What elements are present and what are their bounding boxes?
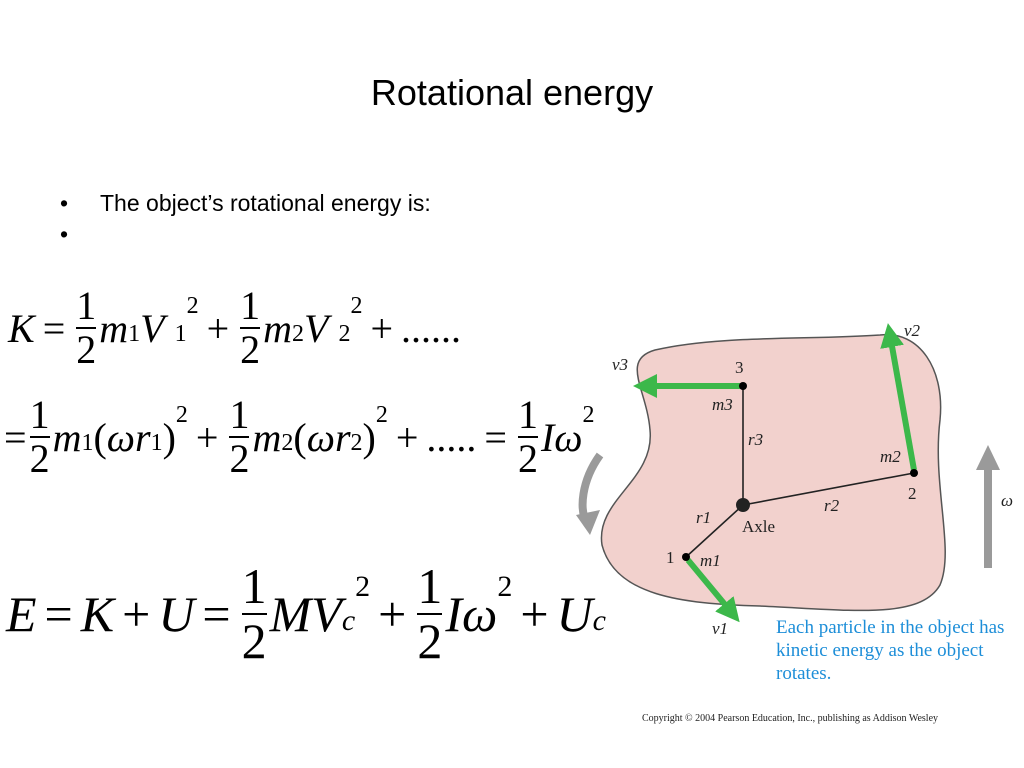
label-point-3: 3 <box>735 358 744 377</box>
bullet-item-empty: • <box>60 219 490 249</box>
axle-dot <box>736 498 750 512</box>
radius-line-r1 <box>685 504 744 558</box>
bullet-text: The object’s rotational energy is: <box>100 190 431 216</box>
label-omega: ω <box>1001 491 1013 510</box>
velocity-arrow-v1 <box>685 558 740 623</box>
label-m2: m2 <box>880 447 901 466</box>
label-m1: m1 <box>700 551 721 570</box>
label-point-1: 1 <box>666 548 675 567</box>
label-point-2: 2 <box>908 484 917 503</box>
particle-1 <box>682 553 690 561</box>
bullet-list: • The object’s rotational energy is: • <box>60 188 490 249</box>
label-v1: v1 <box>712 619 728 638</box>
label-v2: v2 <box>904 321 921 340</box>
radius-line-r2 <box>742 472 915 506</box>
particle-3 <box>739 382 747 390</box>
label-v3: v3 <box>612 355 628 374</box>
label-axle: Axle <box>742 517 775 536</box>
rotation-arrowhead-left <box>576 510 600 535</box>
label-r2: r2 <box>824 496 840 515</box>
label-r1: r1 <box>696 508 711 527</box>
label-r3: r3 <box>748 430 763 449</box>
rotation-arrowhead-right <box>976 445 1000 470</box>
figure-svg: 3 m3 r3 m2 2 r2 r1 Axle 1 m1 v3 v2 v1 ω <box>576 321 1013 638</box>
label-m3: m3 <box>712 395 733 414</box>
velocity-arrow-v2 <box>880 323 917 471</box>
copyright-notice: Copyright © 2004 Pearson Education, Inc.… <box>642 713 939 724</box>
particle-2 <box>910 469 918 477</box>
rotating-object-figure: 3 m3 r3 m2 2 r2 r1 Axle 1 m1 v3 v2 v1 ω … <box>560 310 1024 730</box>
bullet-dot: • <box>60 221 69 247</box>
object-body <box>600 333 946 612</box>
bullet-item: • The object’s rotational energy is: <box>60 188 490 219</box>
slide-title: Rotational energy <box>370 72 654 113</box>
bullet-dot: • <box>60 190 69 216</box>
figure-caption: Each particle in the object has kinetic … <box>776 617 1005 684</box>
